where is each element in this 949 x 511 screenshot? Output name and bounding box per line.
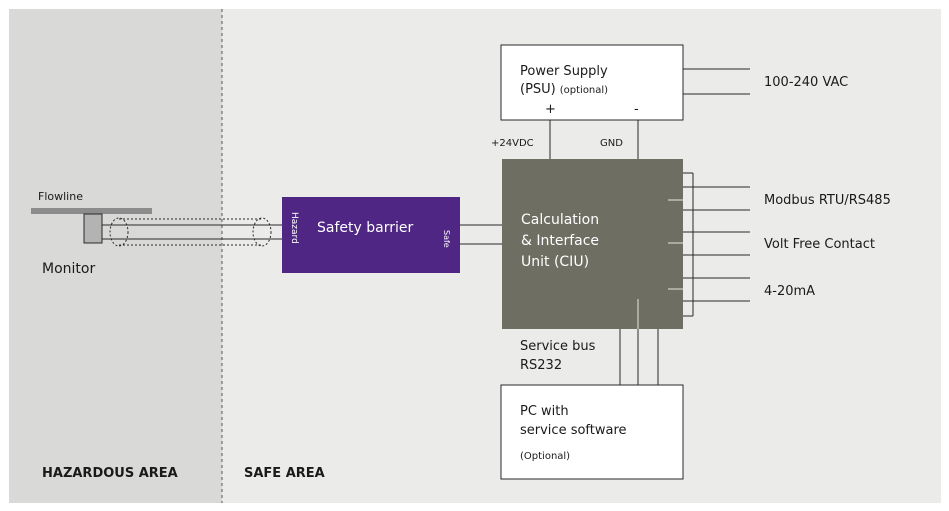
dc-power-wires	[549, 120, 639, 159]
pc-optional-note: (Optional)	[520, 451, 570, 462]
ciu-title-line1: Calculation	[521, 212, 599, 228]
flowline-bar	[31, 208, 152, 214]
safe-area-label: SAFE AREA	[244, 466, 325, 481]
service-bus-label-line1: Service bus	[520, 339, 596, 354]
psu-minus-terminal: -	[634, 102, 639, 117]
hazardous-area-label: HAZARDOUS AREA	[42, 466, 178, 481]
barrier-safe-side-label: Safe	[442, 230, 451, 248]
output-label-4-20ma: 4-20mA	[764, 284, 815, 299]
monitor-label: Monitor	[42, 261, 95, 277]
barrier-ciu-wires	[460, 224, 502, 245]
service-bus-wires	[619, 329, 659, 385]
hazardous-area-zone	[9, 9, 222, 503]
service-bus-label-line2: RS232	[520, 358, 562, 373]
psu-title-line2: (PSU)(optional)	[520, 82, 608, 97]
ground-wire-label: GND	[600, 138, 623, 149]
psu-title-line1: Power Supply	[520, 64, 608, 79]
safety-barrier-box	[282, 197, 460, 273]
positive-wire-label: +24VDC	[491, 138, 534, 149]
output-label-modbus: Modbus RTU/RS485	[764, 193, 891, 208]
safety-barrier-title: Safety barrier	[317, 220, 413, 236]
sensor-cable	[102, 217, 282, 247]
ciu-title-line3: Unit (CIU)	[521, 254, 589, 270]
output-label-volt-free-contact: Volt Free Contact	[764, 237, 875, 252]
barrier-hazard-side-label: Hazard	[289, 212, 299, 244]
ciu-box	[502, 159, 683, 329]
psu-plus-terminal: +	[545, 102, 556, 117]
psu-ac-input-wires	[683, 68, 750, 95]
pc-title-line1: PC with	[520, 404, 569, 419]
monitor-sensor	[83, 213, 103, 244]
pc-title-line2: service software	[520, 423, 627, 438]
pc-box	[500, 384, 684, 480]
psu-box	[500, 44, 684, 121]
ciu-title-line2: & Interface	[521, 233, 599, 249]
ciu-output-wires	[683, 172, 750, 317]
psu-ac-input-label: 100-240 VAC	[764, 75, 848, 90]
flowline-label: Flowline	[38, 190, 83, 203]
ciu-internal-ticks	[637, 199, 683, 329]
